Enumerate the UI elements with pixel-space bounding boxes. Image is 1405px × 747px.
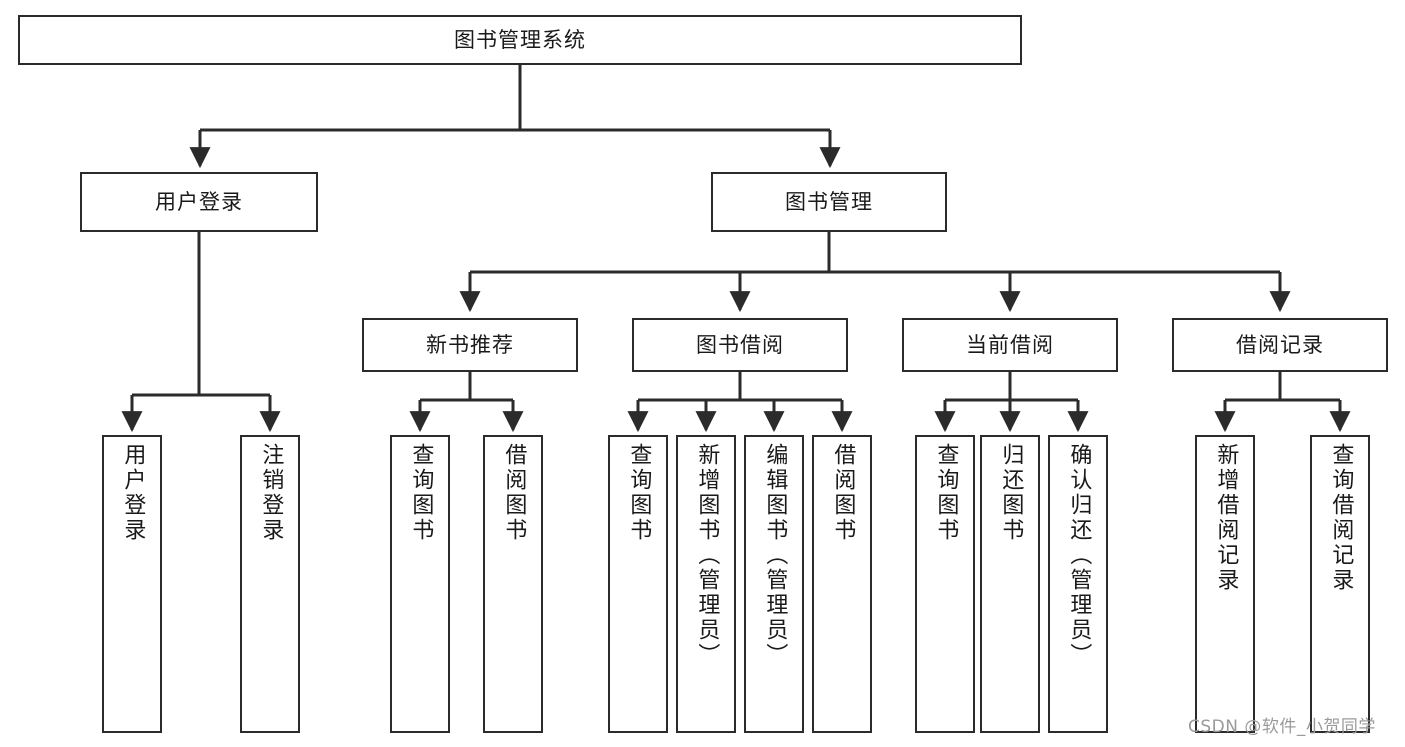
node-label: 图书管理: [785, 189, 873, 214]
leaf-label: 注销登录: [258, 443, 284, 543]
leaf-query-book-current[interactable]: 查询图书: [915, 435, 975, 733]
leaf-query-book-borrow[interactable]: 查询图书: [608, 435, 668, 733]
node-user-login[interactable]: 用户登录: [80, 172, 318, 232]
leaf-add-borrow-record[interactable]: 新增借阅记录: [1195, 435, 1255, 733]
leaf-add-book-admin[interactable]: 新增图书（管理员）: [676, 435, 736, 733]
leaf-query-book-recommend[interactable]: 查询图书: [390, 435, 450, 733]
leaf-label: 查询图书: [626, 443, 652, 543]
leaf-label: 借阅图书: [830, 443, 856, 543]
node-label: 图书管理系统: [454, 27, 586, 52]
leaf-label: 归还图书: [998, 443, 1024, 543]
node-book-management-system[interactable]: 图书管理系统: [18, 15, 1022, 65]
leaf-edit-book-admin[interactable]: 编辑图书（管理员）: [744, 435, 804, 733]
leaf-label: 查询图书: [408, 443, 434, 543]
node-label: 新书推荐: [426, 332, 514, 357]
leaf-return-book[interactable]: 归还图书: [980, 435, 1040, 733]
node-label: 图书借阅: [696, 332, 784, 357]
leaf-label: 用户登录: [120, 443, 146, 543]
leaf-borrow-book[interactable]: 借阅图书: [812, 435, 872, 733]
leaf-label: 查询图书: [933, 443, 959, 543]
leaf-label: 查询借阅记录: [1328, 443, 1354, 593]
node-book-management[interactable]: 图书管理: [711, 172, 947, 232]
node-current-borrow[interactable]: 当前借阅: [902, 318, 1118, 372]
leaf-label: 借阅图书: [501, 443, 527, 543]
node-new-book-recommend[interactable]: 新书推荐: [362, 318, 578, 372]
node-label: 当前借阅: [966, 332, 1054, 357]
node-borrow-record[interactable]: 借阅记录: [1172, 318, 1388, 372]
leaf-label: 新增借阅记录: [1213, 443, 1239, 593]
node-label: 借阅记录: [1236, 332, 1324, 357]
leaf-confirm-return-admin[interactable]: 确认归还（管理员）: [1048, 435, 1108, 733]
leaf-borrow-book-recommend[interactable]: 借阅图书: [483, 435, 543, 733]
leaf-logout[interactable]: 注销登录: [240, 435, 300, 733]
node-book-borrow[interactable]: 图书借阅: [632, 318, 848, 372]
watermark-text: CSDN @软件_小贺同学: [1188, 717, 1376, 737]
leaf-label: 确认归还（管理员）: [1066, 443, 1092, 668]
node-label: 用户登录: [155, 189, 243, 214]
leaf-label: 编辑图书（管理员）: [762, 443, 788, 668]
leaf-query-borrow-record[interactable]: 查询借阅记录: [1310, 435, 1370, 733]
leaf-label: 新增图书（管理员）: [694, 443, 720, 668]
leaf-user-login[interactable]: 用户登录: [102, 435, 162, 733]
